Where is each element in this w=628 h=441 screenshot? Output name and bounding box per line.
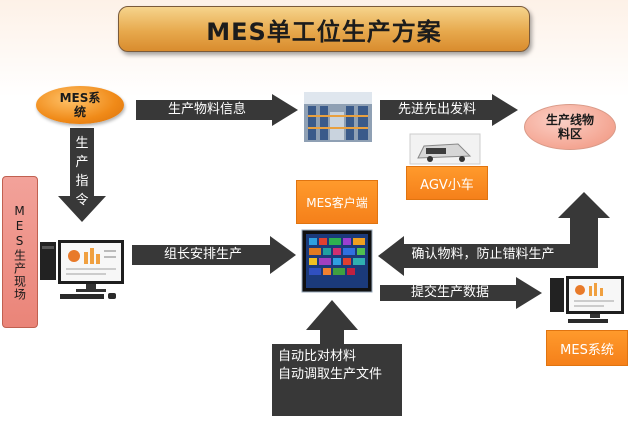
arrow-info-label: 生产物料信息: [167, 102, 246, 117]
mes-system-bottom-label: MES系统: [560, 342, 614, 358]
mes-scene-label: MES生产现场: [12, 203, 27, 301]
server-computer-icon: [550, 276, 624, 323]
tablet-client-icon: [301, 229, 373, 293]
arrow-auto-up: [306, 300, 358, 344]
agv-box: AGV小车: [406, 166, 488, 200]
auto-process-box: 自动比对材料 自动调取生产文件: [272, 344, 402, 416]
arrow-info: [136, 94, 298, 126]
arrow-submit: [380, 277, 542, 309]
arrow-confirm-label: 确认物料，防止错料生产: [411, 247, 555, 262]
auto-fetch-label: 自动调取生产文件: [278, 367, 383, 382]
workstation-computer-icon: [40, 240, 124, 299]
arrow-submit-label: 提交生产数据: [410, 285, 489, 300]
arrow-dispatch: [380, 94, 518, 126]
arrow-instruction-label: 生产指令: [75, 136, 89, 208]
mes-client-box: MES客户端: [296, 180, 378, 224]
arrow-dispatch-label: 先进先出发料: [397, 102, 476, 117]
material-area-label: 生产线物料区: [545, 113, 594, 141]
arrow-leader-label: 组长安排生产: [163, 247, 242, 262]
arrow-leader: [132, 236, 296, 274]
material-area-node: 生产线物料区: [524, 104, 616, 150]
page-title: MES单工位生产方案: [118, 6, 530, 52]
agv-label: AGV小车: [420, 177, 474, 193]
arrow-instruction: [58, 128, 106, 222]
mes-client-label: MES客户端: [306, 195, 368, 210]
mes-system-bottom-box: MES系统: [546, 330, 628, 366]
mes-system-node: MES系统: [36, 86, 124, 124]
auto-compare-label: 自动比对材料: [278, 349, 357, 364]
arrow-confirm: [378, 192, 610, 276]
mes-scene-box: MES生产现场: [2, 176, 38, 328]
warehouse-image: [304, 92, 372, 142]
agv-image: [409, 133, 481, 165]
mes-system-label: MES系统: [59, 91, 101, 119]
